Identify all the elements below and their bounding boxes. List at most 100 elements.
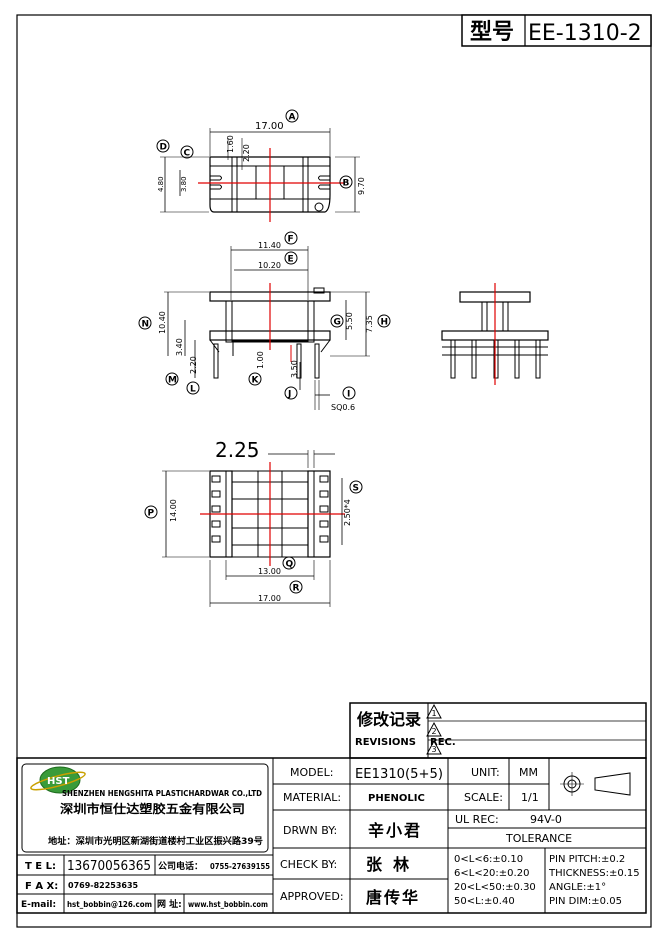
- dim-q: 13.00: [258, 567, 281, 576]
- callout-a: A: [285, 109, 299, 123]
- callout-k: K: [248, 372, 262, 386]
- tol-4: 50<L:±0.40: [454, 896, 515, 907]
- callout-d: D: [156, 139, 170, 153]
- svg-text:P: P: [148, 509, 155, 519]
- top-view: [160, 128, 360, 222]
- title-block: [16, 757, 647, 914]
- unit-label: UNIT:: [471, 766, 500, 779]
- callout-g: G: [330, 314, 344, 328]
- model-field-value: EE1310(5+5): [355, 767, 443, 782]
- svg-text:S: S: [353, 484, 359, 494]
- svg-text:L: L: [190, 385, 196, 395]
- model-field-label: MODEL:: [290, 766, 333, 779]
- tol-1: 0<L<6:±0.10: [454, 854, 523, 865]
- email-value: hst_bobbin@126.com: [67, 900, 152, 909]
- dim-m: 3.40: [175, 338, 184, 356]
- sheet-border: [16, 14, 652, 928]
- svg-text:M: M: [168, 376, 177, 386]
- svg-text:K: K: [252, 376, 260, 386]
- callout-n: N: [138, 316, 152, 330]
- tel-value: 13670056365: [67, 859, 151, 874]
- dim-e1: 4.80: [157, 176, 165, 192]
- tolerance-label: TOLERANCE: [505, 832, 572, 845]
- revisions-title: 修改记录: [356, 710, 421, 729]
- dim-e2: 3.80: [180, 176, 188, 192]
- pin-4: PIN DIM:±0.05: [549, 896, 622, 907]
- svg-text:E: E: [288, 255, 294, 265]
- dim-a: 17.00: [255, 121, 284, 132]
- callout-h: H: [377, 314, 391, 328]
- approved-label: APPROVED:: [280, 890, 344, 903]
- model-label: 型号: [470, 20, 514, 45]
- dim-pitch-big: 2.25: [215, 438, 260, 462]
- dim-sq: SQ0.6: [331, 403, 355, 412]
- check-value: 张 林: [366, 855, 409, 874]
- scale-value: 1/1: [521, 791, 539, 804]
- pin-2: THICKNESS:±0.15: [548, 868, 640, 879]
- email-label: E-mail:: [21, 900, 56, 910]
- company-address: 地址：深圳市光明区新湖街道楼村工业区振兴路39号: [48, 835, 263, 847]
- ul-label: UL REC:: [455, 813, 499, 826]
- approved-value: 唐传华: [366, 888, 420, 907]
- callout-m: M: [165, 372, 179, 386]
- drawn-label: DRWN BY:: [283, 824, 337, 837]
- material-value: PHENOLIC: [368, 793, 425, 804]
- company-logo: HST: [30, 766, 86, 794]
- dim-i: 7.35: [365, 315, 374, 333]
- dim-d: 1.60: [226, 135, 235, 153]
- fax-label: F A X:: [25, 881, 58, 892]
- revision-row-1: 1: [426, 703, 442, 719]
- callout-r: R: [289, 580, 303, 594]
- revisions-block: 修改记录 REVISIONS REC. 1 2 3: [349, 702, 647, 759]
- svg-text:H: H: [381, 318, 389, 328]
- svg-text:N: N: [142, 320, 150, 330]
- company-name-en: SHENZHEN HENGSHITA PLASTICHARDWAR CO.,LT…: [62, 789, 262, 798]
- svg-text:A: A: [289, 113, 296, 123]
- callout-f: F: [284, 231, 298, 245]
- check-label: CHECK BY:: [280, 858, 337, 871]
- projection-symbol: [560, 772, 631, 796]
- callout-s: S: [349, 480, 363, 494]
- revision-row-3: 3: [426, 739, 442, 755]
- tol-3: 20<L<50:±0.30: [454, 882, 536, 893]
- model-number-box: 型号 EE-1310-2: [461, 14, 652, 47]
- svg-text:D: D: [160, 143, 167, 153]
- dim-n: 10.40: [158, 311, 167, 334]
- dim-k: 1.00: [256, 351, 265, 369]
- logo-text: HST: [47, 776, 70, 787]
- pin-1: PIN PITCH:±0.2: [549, 854, 625, 865]
- model-number: EE-1310-2: [528, 21, 642, 46]
- revision-row-2: 2: [426, 721, 442, 737]
- drawn-value: 辛小君: [368, 821, 422, 840]
- dim-l: 2.20: [189, 356, 198, 374]
- fax-value: 0769-82253635: [68, 881, 139, 890]
- revisions-rec: REC.: [430, 737, 456, 748]
- dim-c: 2.20: [242, 144, 251, 162]
- front-view: [164, 246, 370, 410]
- callout-l: L: [186, 381, 200, 395]
- svg-text:G: G: [334, 318, 341, 328]
- tol-2: 6<L<20:±0.20: [454, 868, 529, 879]
- pin-3: ANGLE:±1°: [549, 882, 606, 893]
- callout-b: B: [339, 175, 353, 189]
- revisions-sub: REVISIONS: [355, 737, 416, 748]
- dim-f: 11.40: [258, 241, 281, 250]
- phone-value: 0755-27639155: [210, 862, 270, 871]
- dim-s: 2.50*4: [343, 499, 352, 526]
- svg-text:2: 2: [432, 727, 437, 736]
- callout-e: E: [284, 251, 298, 265]
- svg-text:I: I: [347, 390, 350, 400]
- unit-value: MM: [519, 766, 538, 779]
- callouts: A B C D E F G H I J K L M N P Q R S: [138, 109, 391, 594]
- bottom-view: [162, 450, 345, 607]
- web-value: www.hst_bobbin.com: [188, 900, 268, 909]
- dim-j: 3.50: [290, 360, 299, 378]
- phone-label: 公司电话：: [158, 860, 203, 872]
- svg-text:R: R: [293, 584, 300, 594]
- tel-label: T E L:: [25, 861, 56, 872]
- ul-value: 94V-0: [530, 813, 562, 826]
- callout-c: C: [180, 145, 194, 159]
- callout-i: I: [342, 386, 356, 400]
- svg-text:Q: Q: [286, 560, 294, 570]
